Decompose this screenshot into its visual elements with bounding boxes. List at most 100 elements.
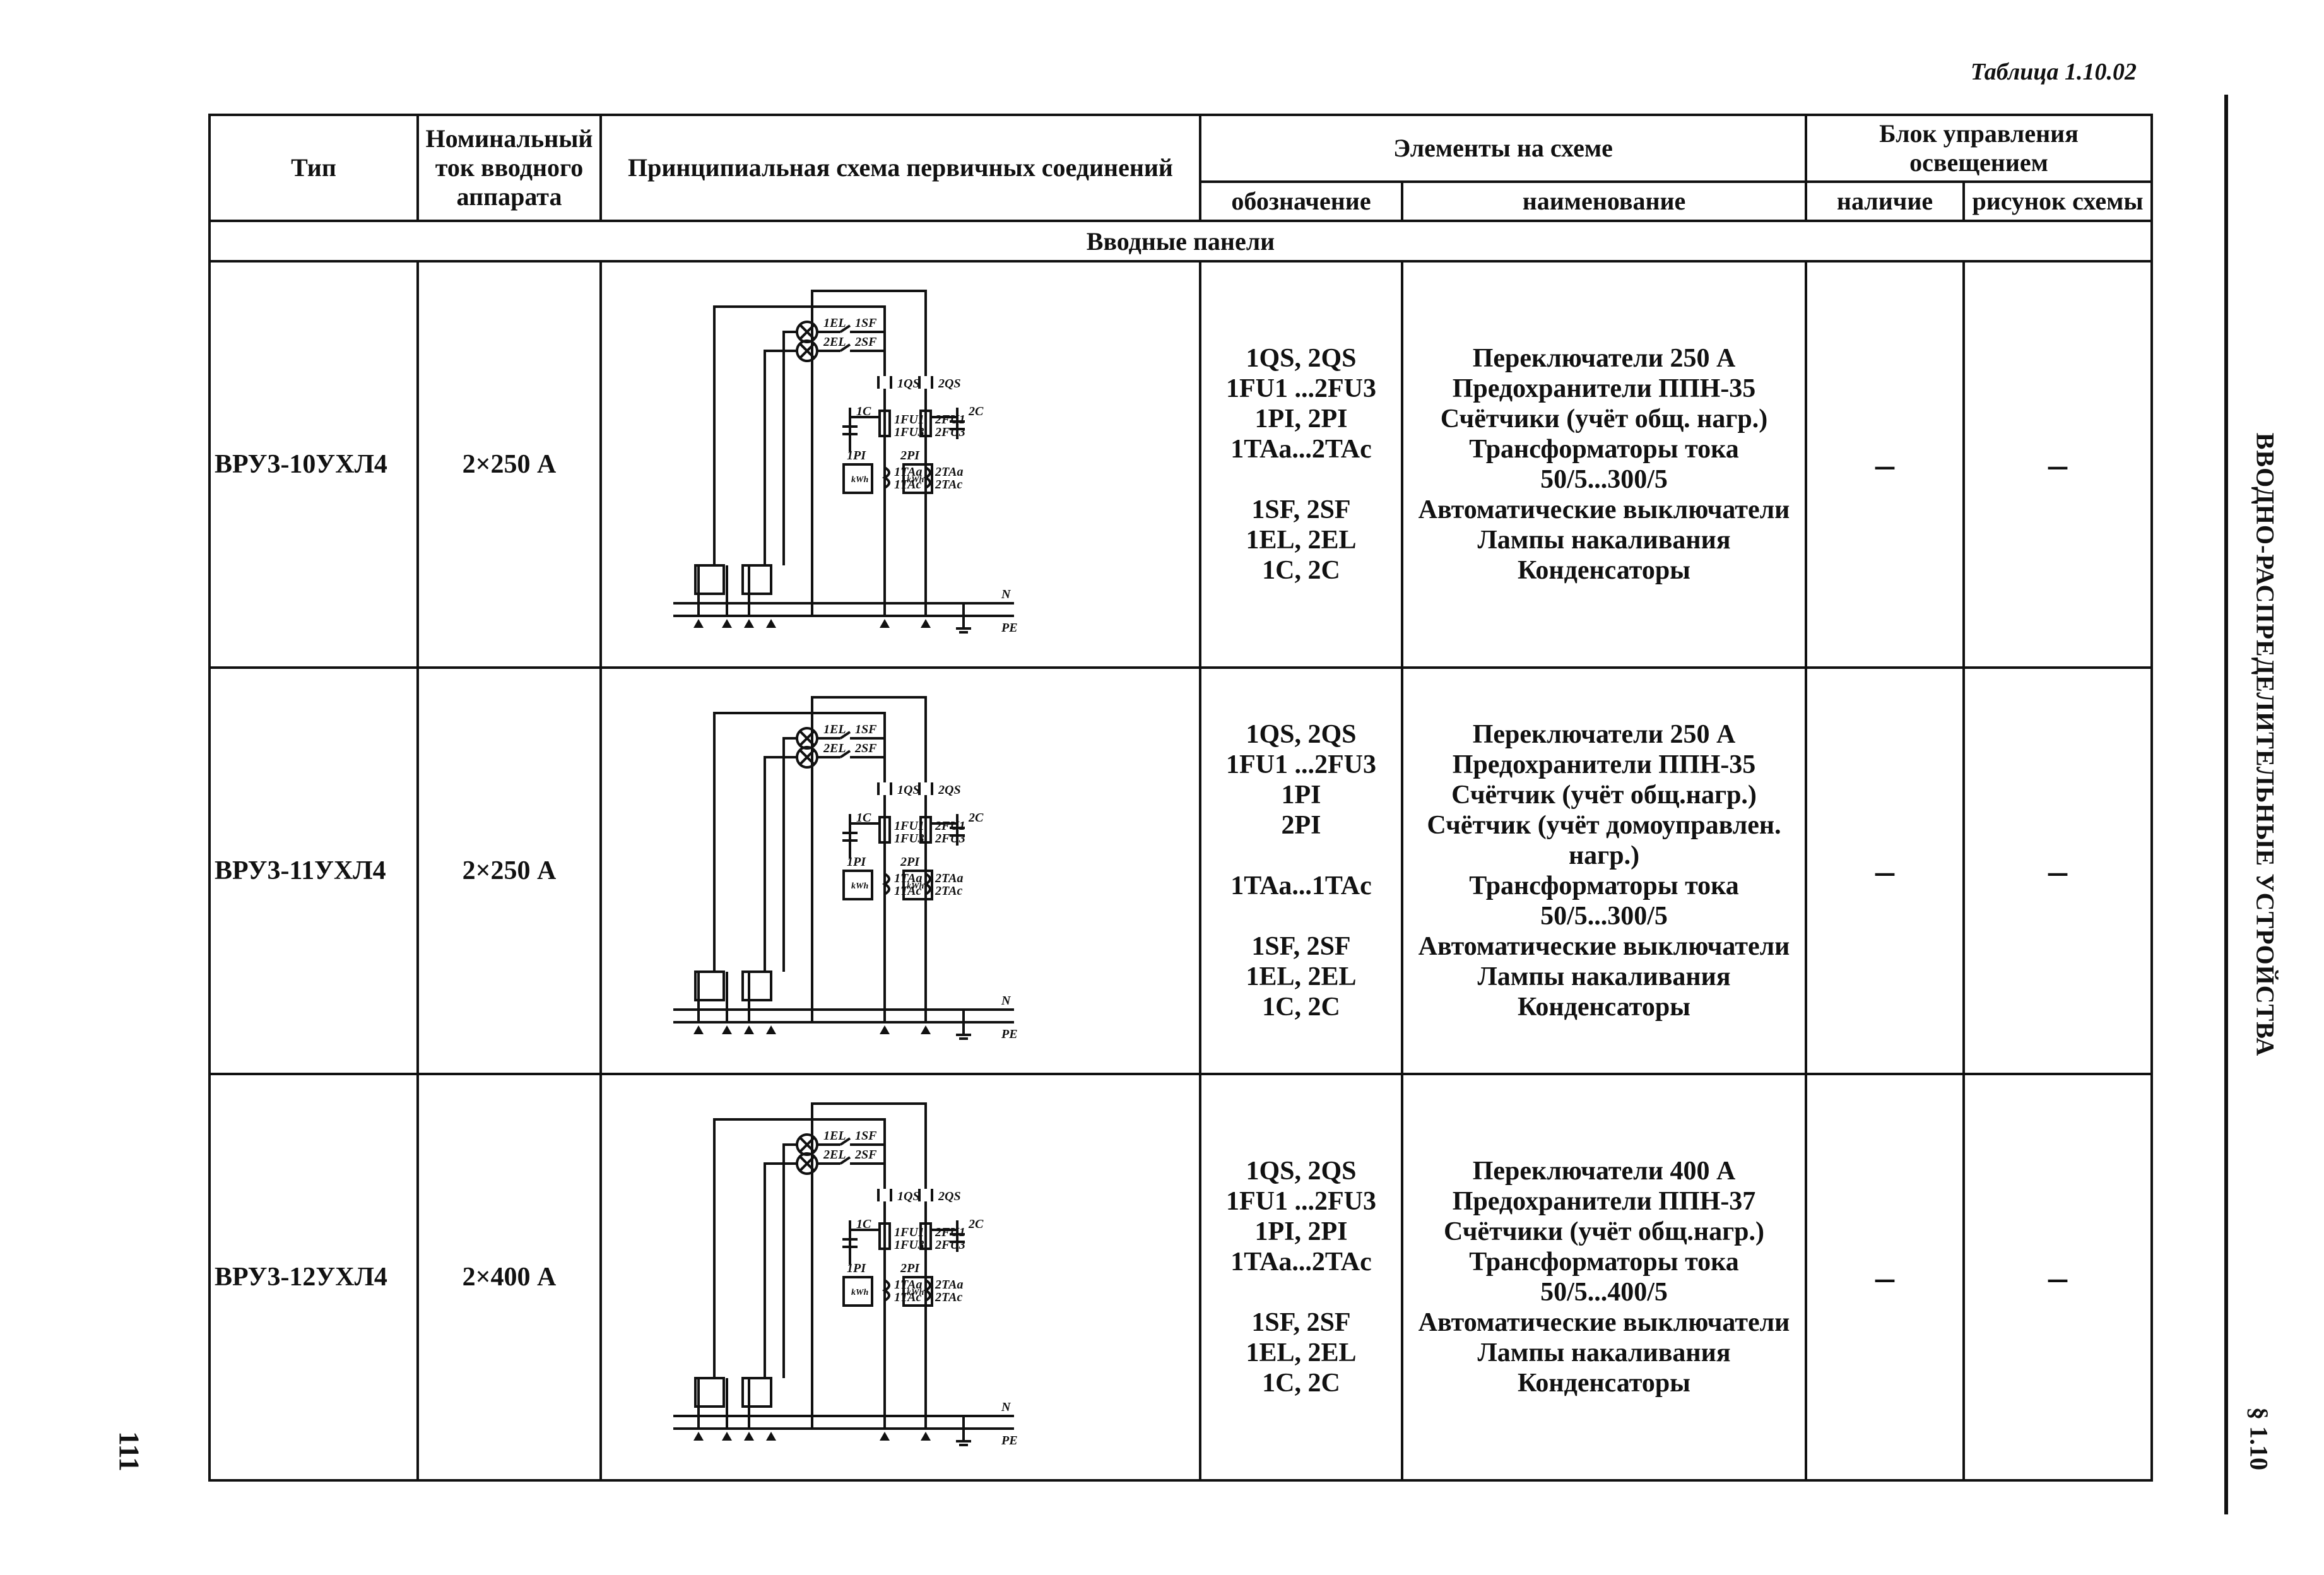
- svg-text:PE: PE: [1001, 1027, 1018, 1041]
- row-current: 2×250 А: [416, 260, 602, 669]
- svg-text:PE: PE: [1001, 621, 1018, 635]
- svg-text:1FU3: 1FU3: [894, 1238, 924, 1252]
- row-figure: –: [1962, 260, 2154, 669]
- cell-line: Трансформаторы тока: [1469, 1248, 1739, 1277]
- svg-text:2TAc: 2TAc: [935, 478, 962, 492]
- cell-line: Конденсаторы: [1518, 993, 1690, 1022]
- svg-text:1TAa: 1TAa: [894, 1278, 922, 1292]
- cell-line: [1201, 901, 1401, 931]
- cell-line: 1FU1 ...2FU3: [1226, 750, 1376, 779]
- svg-text:2FU3: 2FU3: [935, 832, 965, 846]
- svg-text:2TAa: 2TAa: [935, 465, 963, 479]
- cell-line: 1PI, 2PI: [1254, 404, 1348, 434]
- row-presence: –: [1805, 666, 1966, 1075]
- cell-line: Лампы накаливания: [1477, 1338, 1731, 1367]
- row-figure: –: [1962, 666, 2154, 1075]
- svg-text:2FU3: 2FU3: [935, 425, 965, 439]
- header-designation: обозначение: [1199, 180, 1403, 222]
- header-presence: наличие: [1805, 180, 1966, 222]
- row-presence: –: [1805, 1073, 1966, 1482]
- page-number: 111: [113, 1431, 146, 1472]
- cell-line: 2PI: [1281, 811, 1321, 840]
- svg-text:2PI: 2PI: [900, 855, 920, 869]
- svg-text:kWh: kWh: [907, 882, 924, 891]
- section-title: Вводные панели: [208, 220, 2154, 262]
- row-current: 2×250 А: [416, 666, 602, 1075]
- cell-line: 1TAa...1TAc: [1230, 871, 1372, 900]
- svg-text:kWh: kWh: [907, 1288, 924, 1297]
- cell-line: Счётчик (учёт домоуправлен.: [1427, 811, 1781, 840]
- cell-line: 1PI, 2PI: [1254, 1217, 1348, 1246]
- svg-text:kWh: kWh: [851, 475, 868, 485]
- row-current: 2×400 А: [416, 1073, 602, 1482]
- cell-line: 1TAa...2TAc: [1230, 435, 1372, 464]
- header-figure: рисунок схемы: [1962, 180, 2154, 222]
- cell-line: 1C, 2C: [1262, 993, 1340, 1022]
- svg-text:1FU1: 1FU1: [894, 819, 924, 833]
- cell-line: Трансформаторы тока: [1469, 871, 1739, 900]
- svg-text:kWh: kWh: [907, 475, 924, 485]
- svg-text:2FU1: 2FU1: [935, 819, 965, 833]
- svg-text:1EL: 1EL: [823, 316, 846, 330]
- cell-line: Предохранители ППН-35: [1452, 750, 1756, 779]
- header-type: Тип: [208, 114, 419, 222]
- svg-text:2SF: 2SF: [854, 741, 877, 755]
- cell-line: 50/5...300/5: [1540, 465, 1668, 494]
- row-type: ВРУ3-11УХЛ4: [208, 666, 419, 1075]
- svg-text:PE: PE: [1001, 1434, 1018, 1448]
- cell-line: Автоматические выключатели: [1418, 495, 1790, 524]
- cell-line: Конденсаторы: [1518, 556, 1690, 585]
- cell-line: Предохранители ППН-37: [1452, 1187, 1756, 1216]
- row-type: ВРУ3-10УХЛ4: [208, 260, 419, 669]
- cell-line: Переключатели 400 А: [1472, 1157, 1736, 1186]
- cell-line: Лампы накаливания: [1477, 526, 1731, 555]
- svg-text:1TAc: 1TAc: [894, 884, 921, 898]
- cell-line: 1C, 2C: [1262, 556, 1340, 585]
- cell-line: 1TAa...2TAc: [1230, 1248, 1372, 1277]
- svg-text:1SF: 1SF: [855, 316, 877, 330]
- svg-text:1FU1: 1FU1: [894, 1225, 924, 1239]
- svg-text:2FU1: 2FU1: [935, 1225, 965, 1239]
- row-presence: –: [1805, 260, 1966, 669]
- svg-text:1C: 1C: [856, 1217, 871, 1231]
- svg-text:2SF: 2SF: [854, 335, 877, 349]
- cell-line: 1QS, 2QS: [1246, 720, 1357, 749]
- svg-text:2TAc: 2TAc: [935, 884, 962, 898]
- cell-line: 1FU1 ...2FU3: [1226, 1187, 1376, 1216]
- svg-text:1FU3: 1FU3: [894, 832, 924, 846]
- cell-line: 1QS, 2QS: [1246, 344, 1357, 373]
- cell-line: Лампы накаливания: [1477, 962, 1731, 991]
- svg-text:1C: 1C: [856, 811, 871, 825]
- svg-text:1FU3: 1FU3: [894, 425, 924, 439]
- margin-rule: [2224, 95, 2228, 1514]
- svg-text:1QS: 1QS: [897, 783, 920, 797]
- header-elements: Элементы на схеме: [1198, 114, 1808, 183]
- svg-text:2C: 2C: [968, 1217, 984, 1231]
- side-section-title: ВВОДНО-РАСПРЕДЕЛИТЕЛЬНЫЕ УСТРОЙСТВА: [2251, 432, 2280, 1057]
- cell-line: 1PI: [1281, 781, 1321, 810]
- svg-text:N: N: [1001, 587, 1012, 601]
- cell-line: 1SF, 2SF: [1251, 1308, 1351, 1337]
- cell-line: Предохранители ППН-35: [1452, 374, 1756, 403]
- svg-text:1PI: 1PI: [847, 855, 866, 869]
- svg-text:2QS: 2QS: [938, 1189, 961, 1203]
- svg-text:1QS: 1QS: [897, 377, 920, 391]
- svg-text:2TAa: 2TAa: [935, 1278, 963, 1292]
- cell-line: 1EL, 2EL: [1246, 962, 1357, 991]
- svg-text:2C: 2C: [968, 404, 984, 418]
- cell-line: 1FU1 ...2FU3: [1226, 374, 1376, 403]
- svg-text:2PI: 2PI: [900, 449, 920, 463]
- header-name: наименование: [1400, 180, 1808, 222]
- cell-line: Счётчик (учёт общ.нагр.): [1451, 781, 1757, 810]
- svg-text:2QS: 2QS: [938, 783, 961, 797]
